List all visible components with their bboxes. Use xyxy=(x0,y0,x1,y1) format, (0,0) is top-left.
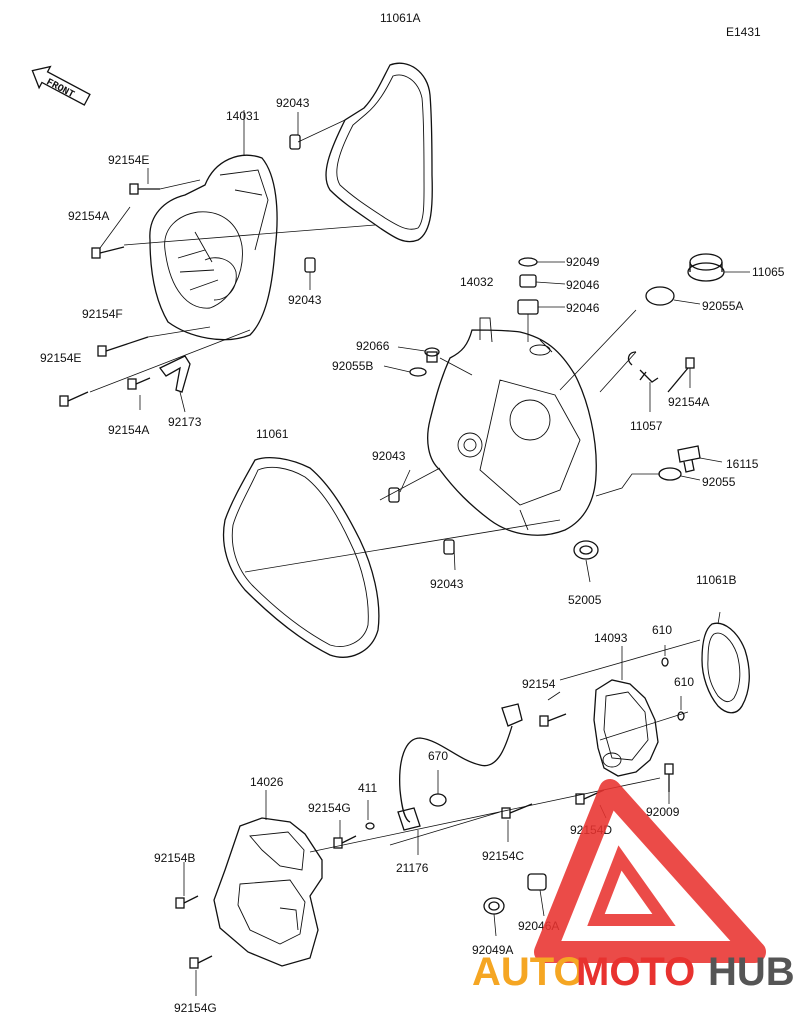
dowel-92043-a xyxy=(289,134,301,150)
screw-92009 xyxy=(664,763,674,792)
seal-92049a xyxy=(483,897,505,915)
callout-11061b: 11061B xyxy=(696,573,736,587)
callout-92049: 92049 xyxy=(566,255,600,269)
alternator-cover-14031 xyxy=(149,154,278,341)
pulser-cover-14093 xyxy=(593,679,659,777)
bracket-92173 xyxy=(159,355,191,393)
pin-610-a xyxy=(661,657,669,667)
callout-14093: 14093 xyxy=(594,631,628,645)
callout-92154a-low: 92154A xyxy=(108,423,149,437)
gasket-11061a xyxy=(325,62,433,243)
callout-16115: 16115 xyxy=(726,457,759,471)
cap-16115 xyxy=(677,445,701,473)
callout-11065: 11065 xyxy=(752,265,785,279)
o-ring-92055b xyxy=(409,367,427,377)
dowel-92043-d xyxy=(443,539,455,555)
o-ring-670 xyxy=(429,793,447,807)
collar-92046-a xyxy=(519,274,537,288)
callout-92154a-top: 92154A xyxy=(68,209,109,223)
callout-670: 670 xyxy=(428,749,448,763)
callout-92154: 92154 xyxy=(522,677,556,691)
diagram-code: E1431 xyxy=(726,25,761,39)
callout-92043-a: 92043 xyxy=(276,96,310,110)
callout-92154a-right: 92154A xyxy=(668,395,709,409)
watermark-auto: AUTO xyxy=(472,950,585,994)
callout-11061: 11061 xyxy=(256,427,289,441)
bolt-92154a-low xyxy=(127,377,151,390)
bolt-92154e-low xyxy=(59,391,89,407)
callout-92154e-top: 92154E xyxy=(108,153,149,167)
callout-92154g-low: 92154G xyxy=(174,1001,217,1015)
bolt-92154f xyxy=(97,336,149,357)
plug-92066 xyxy=(424,347,440,363)
callout-92046-b: 92046 xyxy=(566,301,600,315)
callout-92154e-low: 92154E xyxy=(40,351,81,365)
o-ring-92055 xyxy=(658,467,682,481)
gasket-11061b xyxy=(701,622,750,714)
callout-11057: 11057 xyxy=(630,419,663,433)
callout-92154c: 92154C xyxy=(482,849,524,863)
callout-610-b: 610 xyxy=(674,675,694,689)
bolt-92154 xyxy=(539,713,567,727)
callout-610-a: 610 xyxy=(652,623,672,637)
watermark-triangle-outer xyxy=(534,779,766,963)
watermark-triangle-inner xyxy=(587,845,676,926)
callout-92043-c: 92043 xyxy=(372,449,406,463)
bolt-92154g-top xyxy=(333,835,357,849)
callout-14031: 14031 xyxy=(226,109,260,123)
gasket-11061 xyxy=(222,457,380,658)
dowel-92043-b xyxy=(304,257,316,273)
callout-14026: 14026 xyxy=(250,775,284,789)
callout-92154f: 92154F xyxy=(82,307,123,321)
o-ring-92055a xyxy=(645,286,675,306)
callout-411: 411 xyxy=(358,781,377,795)
sensor-21176 xyxy=(397,703,523,831)
seal-52005 xyxy=(573,540,599,560)
callout-92049a: 92049A xyxy=(472,943,513,957)
clutch-cover-14032 xyxy=(427,317,597,536)
callout-92043-b: 92043 xyxy=(288,293,322,307)
front-arrow-icon: FRONT xyxy=(31,65,91,106)
automotohub-watermark: AUTO MOTO HUB xyxy=(472,779,795,994)
sprocket-cover-14026 xyxy=(213,817,323,967)
callout-92009: 92009 xyxy=(646,805,680,819)
bolt-92154g-low xyxy=(189,955,213,969)
clamp-11057 xyxy=(627,351,659,383)
dowel-92043-c xyxy=(388,487,400,503)
washer-411 xyxy=(365,822,375,830)
callout-92046-a: 92046 xyxy=(566,278,600,292)
collar-92046a xyxy=(527,873,547,891)
callout-92043-d: 92043 xyxy=(430,577,464,591)
callout-14032: 14032 xyxy=(460,275,494,289)
bolt-92154b xyxy=(175,895,199,909)
cap-11065 xyxy=(687,253,725,282)
callout-92154g-top: 92154G xyxy=(308,801,351,815)
callout-92066: 92066 xyxy=(356,339,390,353)
callout-11061a: 11061A xyxy=(380,11,420,25)
callout-92055a: 92055A xyxy=(702,299,743,313)
bolt-92154a-top xyxy=(91,246,125,259)
cap-92049 xyxy=(518,257,538,267)
collar-92046-b xyxy=(517,299,539,315)
pin-610-b xyxy=(677,711,685,721)
callout-92055: 92055 xyxy=(702,475,736,489)
callout-92055b: 92055B xyxy=(332,359,373,373)
callout-52005: 52005 xyxy=(568,593,602,607)
watermark-moto: MOTO xyxy=(576,950,695,994)
callout-92154b: 92154B xyxy=(154,851,195,865)
callout-21176: 21176 xyxy=(396,861,429,875)
watermark-hub: HUB xyxy=(708,950,795,994)
callout-92173: 92173 xyxy=(168,415,202,429)
bolt-92154e-top xyxy=(129,183,160,195)
